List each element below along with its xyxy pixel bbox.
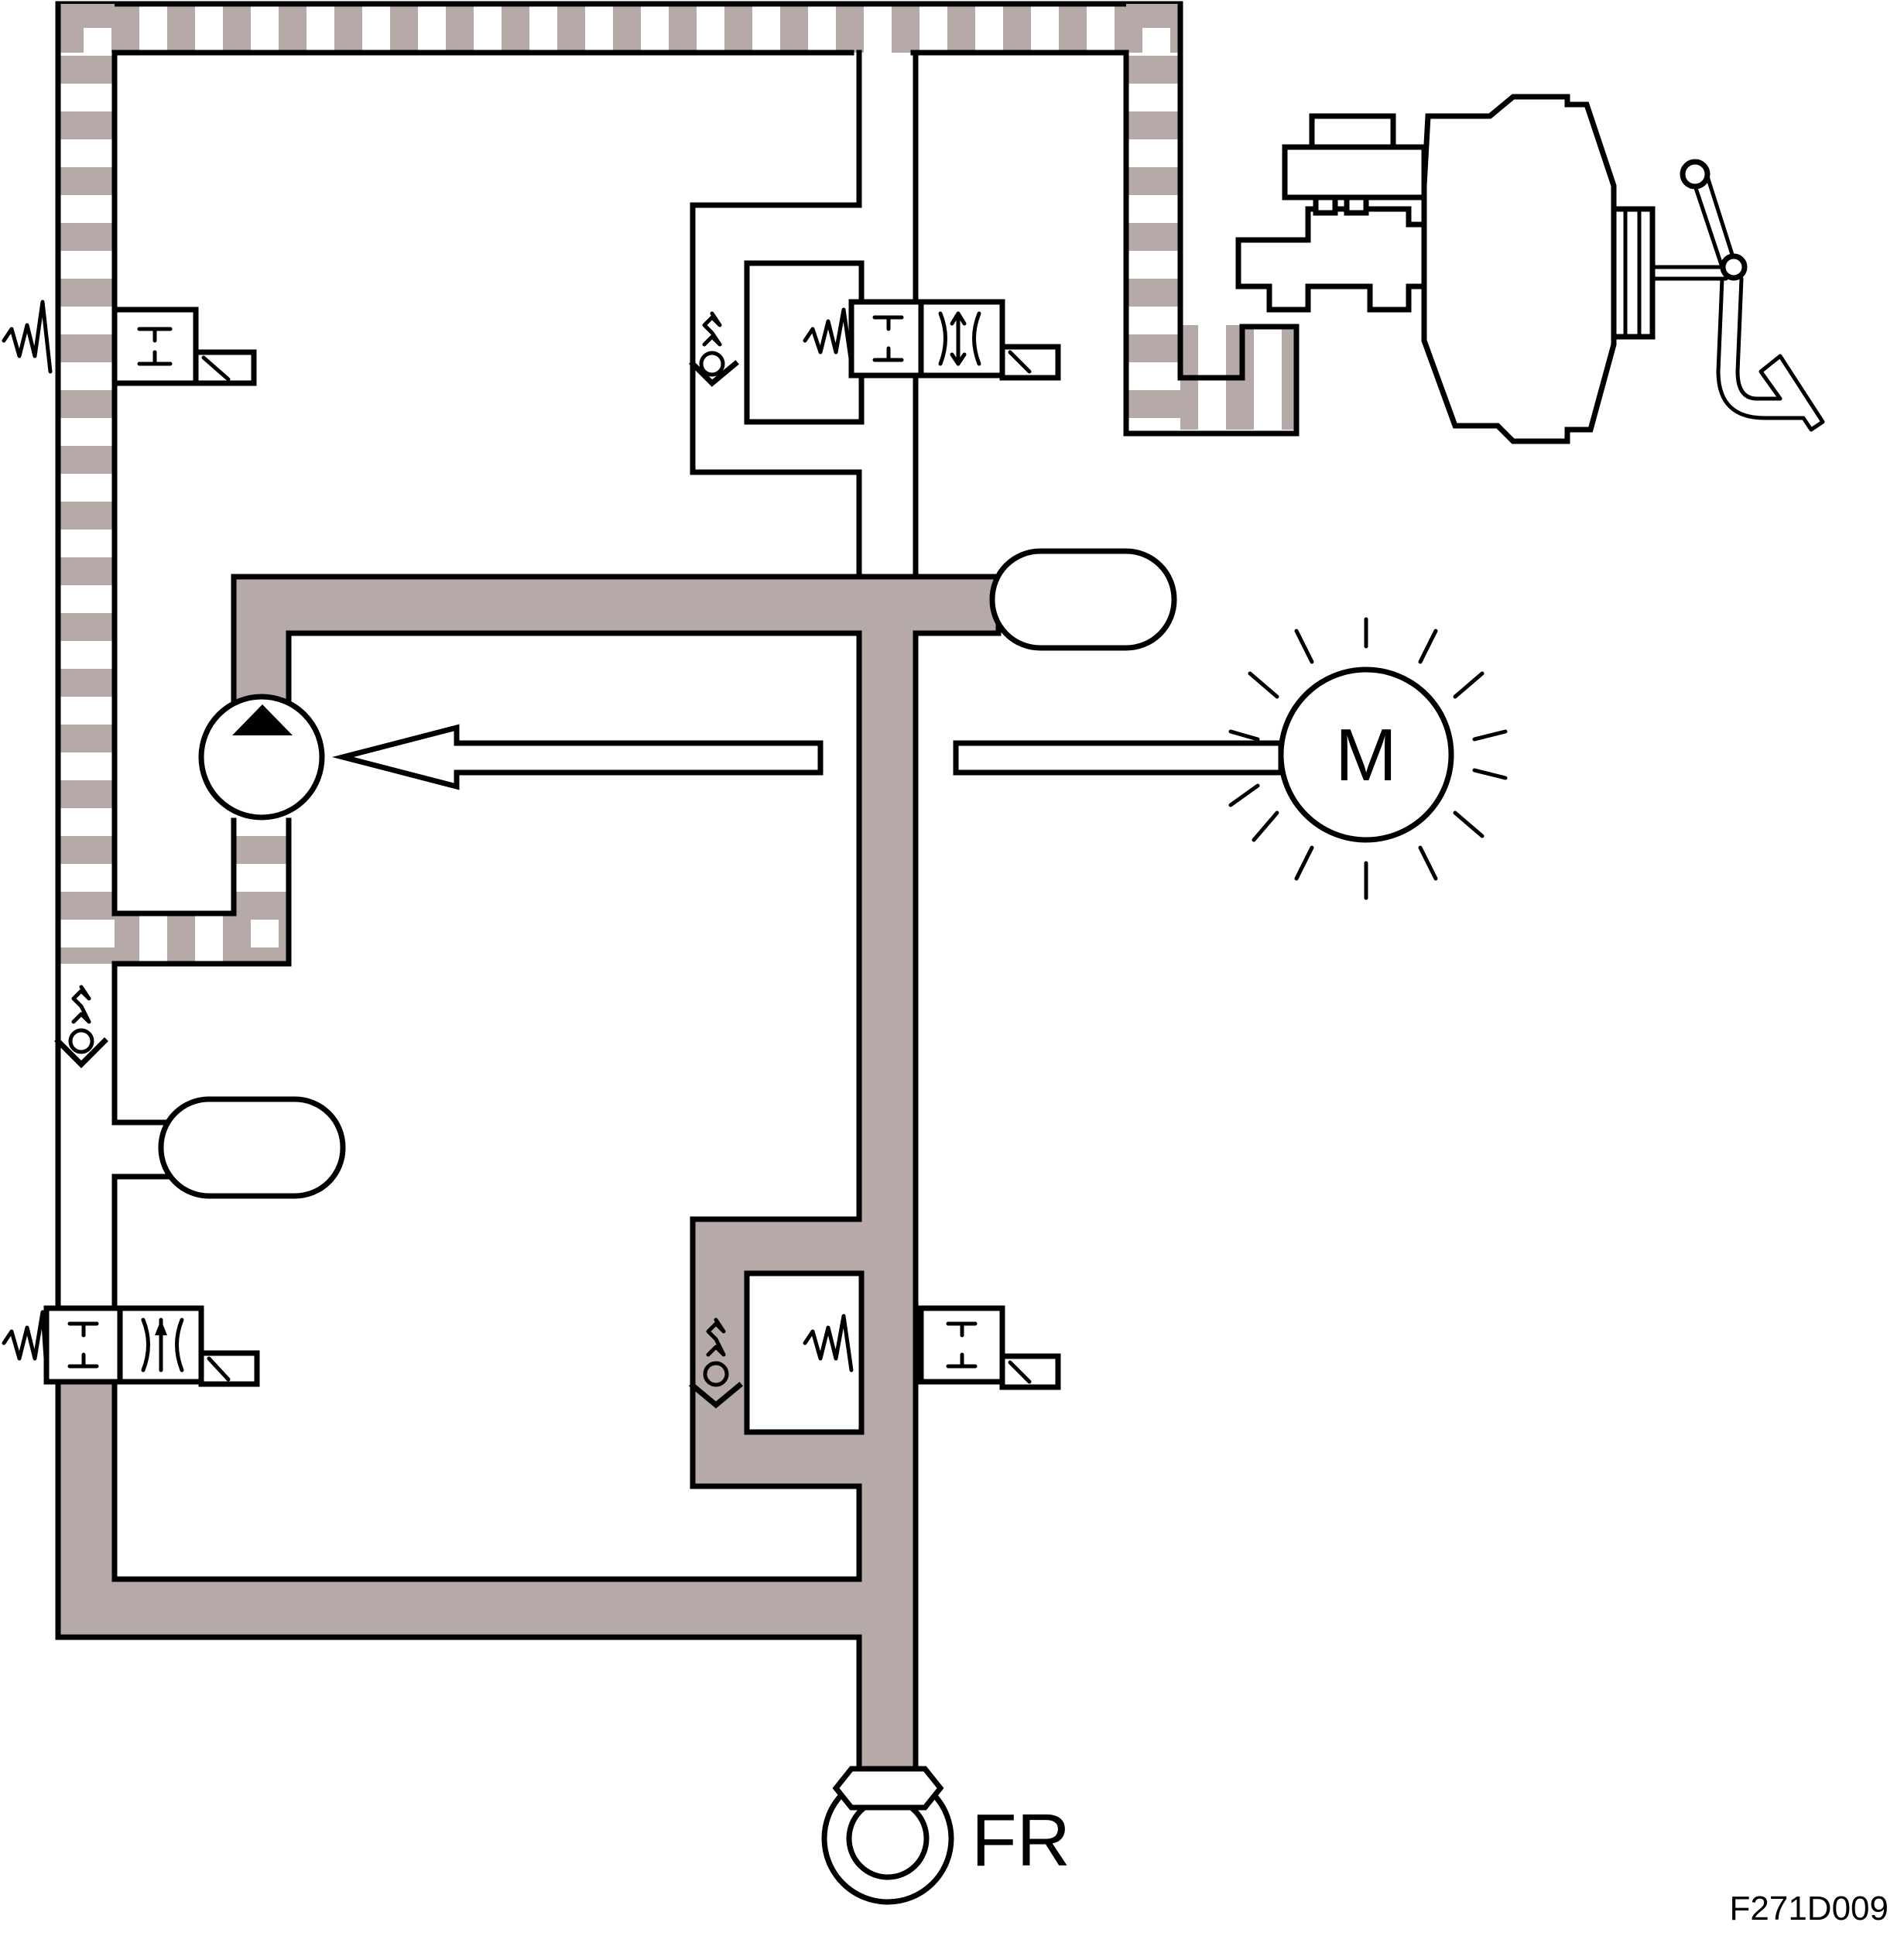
solenoid-valve-bottom-centre bbox=[803, 1305, 1061, 1390]
motor-label: M bbox=[1335, 714, 1397, 797]
accumulator-lower bbox=[158, 1096, 346, 1199]
spring-icon bbox=[702, 311, 722, 347]
motor-rays-icon bbox=[1228, 617, 1508, 900]
wheel-brake-fr: FR bbox=[821, 1766, 1070, 1905]
pump-motor: M bbox=[953, 617, 1508, 900]
check-valve-upper bbox=[689, 311, 739, 387]
brake-pedal bbox=[1680, 159, 1825, 432]
check-valve-lower bbox=[689, 1318, 743, 1409]
line-left-mid bbox=[111, 961, 170, 1311]
return-line-pump bbox=[111, 817, 292, 967]
solenoid-valve-top-centre bbox=[744, 260, 1061, 425]
check-valve-left bbox=[54, 985, 108, 1068]
spring-icon bbox=[706, 1318, 726, 1357]
pump bbox=[198, 694, 325, 821]
spring-icon bbox=[71, 985, 91, 1024]
spring-icon bbox=[803, 307, 854, 366]
spring-icon bbox=[2, 1310, 49, 1372]
wheel-label: FR bbox=[971, 1799, 1070, 1882]
master-cylinder-booster bbox=[1235, 94, 1728, 444]
accumulator-upper bbox=[989, 548, 1177, 651]
return-line-top bbox=[55, 1, 1183, 56]
solenoid-valve-top-left bbox=[2, 300, 257, 386]
solenoid-valve-bottom-left bbox=[2, 1305, 260, 1387]
spring-icon bbox=[2, 300, 53, 374]
return-line-left bbox=[55, 1, 118, 1311]
spring-icon bbox=[803, 1314, 854, 1372]
drive-arrow bbox=[332, 724, 824, 790]
figure-code: F271D009 bbox=[1730, 1890, 1889, 1927]
return-line-right bbox=[1123, 1, 1300, 437]
